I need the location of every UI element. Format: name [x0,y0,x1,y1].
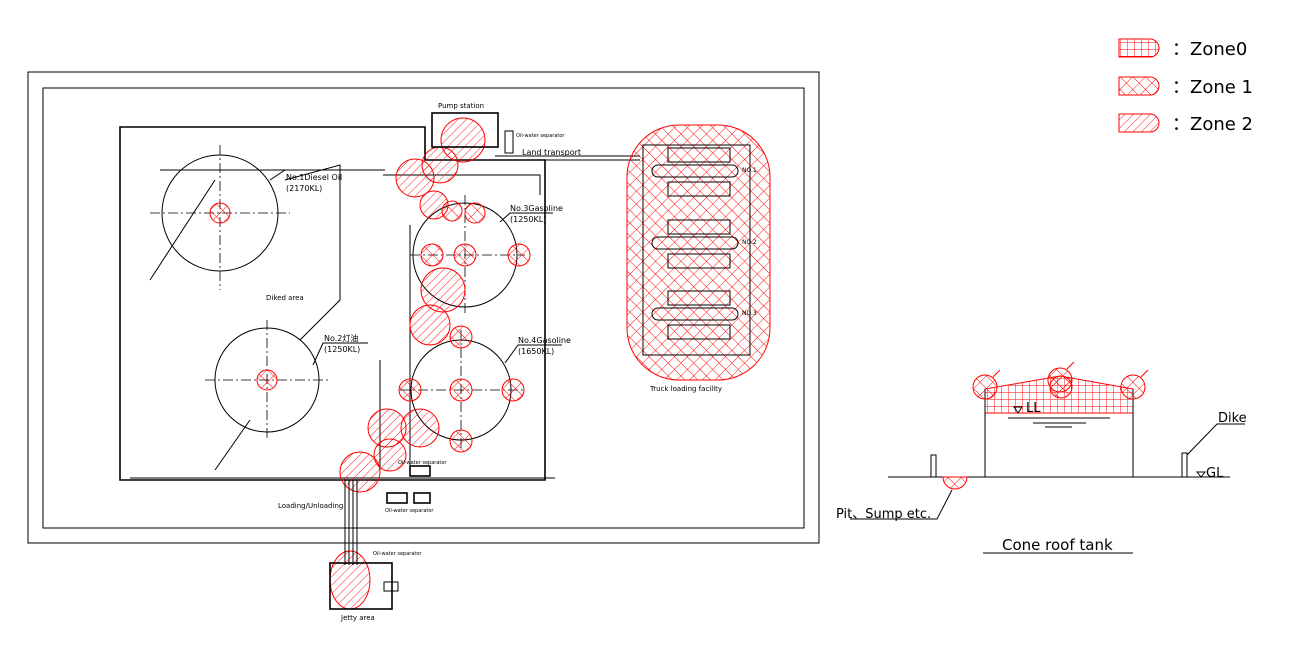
tank-2: No.2灯油 (1250KL) [205,320,368,440]
dike-label: Dike [1218,411,1247,426]
jetty-pipelines [344,480,358,565]
truck-bay-2: NO.2 [742,239,757,246]
pit-label: Pit、Sump etc. [836,507,931,522]
tank1-capacity: (2170KL) [286,184,322,193]
jetty-hut [383,581,399,592]
right-dike [1181,452,1188,478]
pump-station-label: Pump station [438,102,484,110]
ll-label: LL [1026,401,1041,416]
legend-zone2: ：Zone 2 [1172,114,1253,135]
left-dike [930,454,937,478]
cone-roof-tank-section: LL GL Dike Pit、Sump etc. Cone roof tank [836,361,1247,554]
gl-label: GL [1206,466,1224,481]
legend: ：Zone0 ：Zone 1 ：Zone 2 [1118,38,1253,135]
tank2-name: No.2灯油 [324,333,358,343]
legend-zone0: ：Zone0 [1172,39,1247,60]
oil-water-separator-top-label: Oil-water separator [516,133,565,139]
pump-station [431,112,499,148]
site-inner-boundary [42,87,805,529]
tank-1: No.1Diesel Oil (2170KL) [150,145,342,290]
site-outer-boundary [27,71,820,544]
zone2-swatch [1118,113,1160,133]
zone1-swatch [1118,76,1160,96]
zone0-swatch [1118,38,1160,58]
oil-water-separator-low-label: Oil-water separator [385,508,434,514]
oil-water-separator-top [504,130,514,154]
oil-water-separator-jetty-label: Oil-water separator [373,551,422,557]
truck-loading-label: Truck loading facility [649,385,722,393]
tank4-name: No.4Gasoline [518,336,571,345]
oil-water-separator-mid [409,465,431,477]
tank-4: No.4Gasoline (1650KL) [398,325,571,453]
diked-area-label: Diked area [266,294,304,302]
jetty-area-label: Jetty area [340,614,375,622]
jetty-area [329,562,393,610]
tank1-name: No.1Diesel Oil [286,173,342,182]
legend-zone1: ：Zone 1 [1172,77,1253,98]
tank4-capacity: (1650KL) [518,347,554,356]
truck-loading-facility: NO.1 NO.2 NO.3 [626,124,771,381]
oil-water-separator-low [386,492,408,504]
land-transport-label: Land transport [522,148,581,157]
zone2-areas [329,117,486,610]
tank3-capacity: (1250KL) [510,215,546,224]
section-title: Cone roof tank [1002,536,1113,554]
separator-pit [413,492,431,504]
truck-bay-3: NO.3 [742,310,757,317]
truck-bay-1: NO.1 [742,167,757,174]
tank2-capacity: (1250KL) [324,345,360,354]
loading-unloading-label: Loading/Unloading [278,502,343,510]
tank-3: No.3Gasoline (1250KL) [410,195,563,315]
oil-water-separator-mid-label: Oil-water separator [398,460,447,466]
tank3-name: No.3Gasoline [510,204,563,213]
